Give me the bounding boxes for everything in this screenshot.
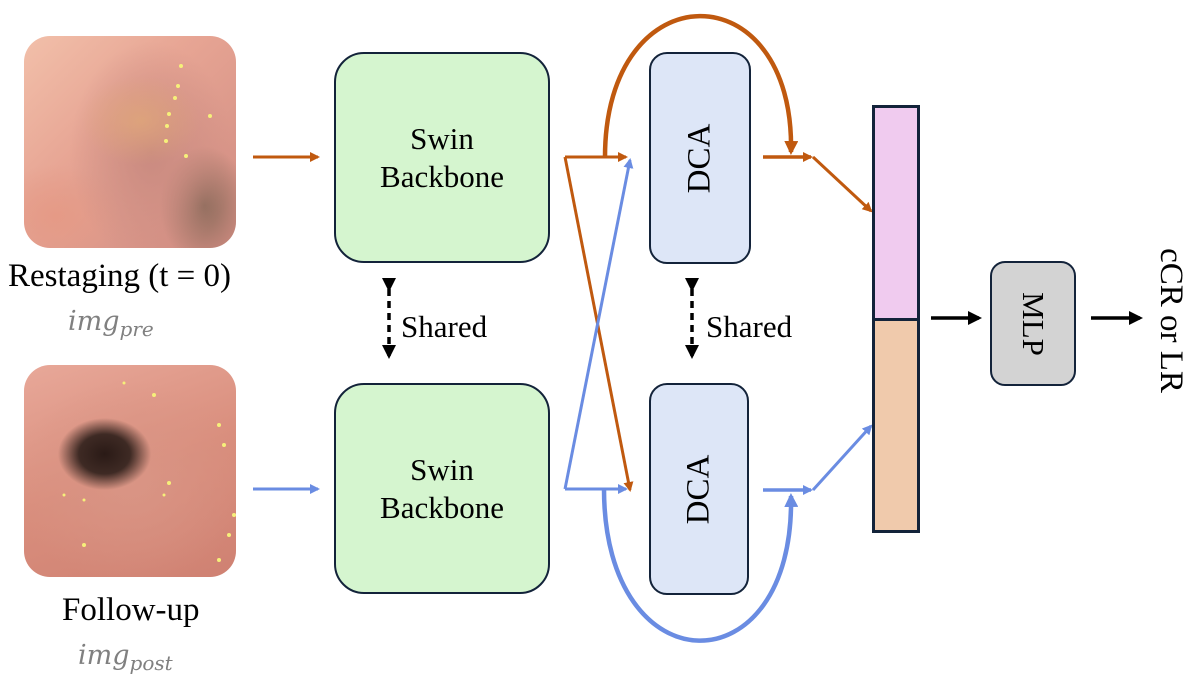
skip-arc-post	[601, 488, 799, 643]
post-image-caption: Follow-up	[62, 592, 200, 628]
post-symbol-main: img	[78, 640, 130, 671]
feature-segment-pre	[872, 105, 920, 321]
swin-backbone-bottom: Swin Backbone	[334, 383, 550, 594]
swin-bottom-label-line2: Backbone	[380, 489, 504, 525]
output-label: cCR or LR	[1152, 247, 1189, 393]
arrow-post-to-dca-top	[563, 158, 634, 490]
highlight-specks	[62, 381, 236, 562]
output-label-wrap: cCR or LR	[1150, 230, 1190, 410]
pre-symbol-main: img	[68, 306, 120, 337]
skip-arc-pre	[602, 13, 799, 158]
arrow-to-feature-post	[811, 424, 873, 492]
swin-top-label-line1: Swin	[410, 121, 474, 157]
dca-top-label: DCA	[681, 123, 718, 193]
dca-bottom-label: DCA	[680, 454, 717, 524]
pre-symbol-sub: pre	[119, 317, 154, 341]
endoscopy-image-post	[24, 365, 236, 577]
endoscopy-image-pre	[24, 36, 236, 248]
highlight-specks	[164, 64, 212, 158]
mlp-block: MLP	[990, 261, 1076, 386]
post-symbol-sub: post	[129, 651, 173, 675]
dca-top: DCA	[649, 52, 751, 264]
pre-image-caption: Restaging (t = 0)	[8, 258, 231, 294]
swin-bottom-label-line1: Swin	[410, 452, 474, 488]
pre-image-symbol: imgpre	[68, 306, 154, 341]
mlp-label: MLP	[1016, 291, 1051, 356]
arrow-to-feature-pre	[811, 155, 873, 213]
dca-shared-label: Shared	[706, 309, 793, 344]
backbone-shared-label: Shared	[401, 309, 488, 344]
concat-feature-vector	[872, 105, 920, 533]
dca-bottom: DCA	[649, 383, 749, 595]
swin-top-label-line2: Backbone	[380, 158, 504, 194]
swin-backbone-top: Swin Backbone	[334, 52, 550, 263]
feature-segment-post	[872, 318, 920, 533]
post-image-symbol: imgpost	[78, 640, 173, 675]
